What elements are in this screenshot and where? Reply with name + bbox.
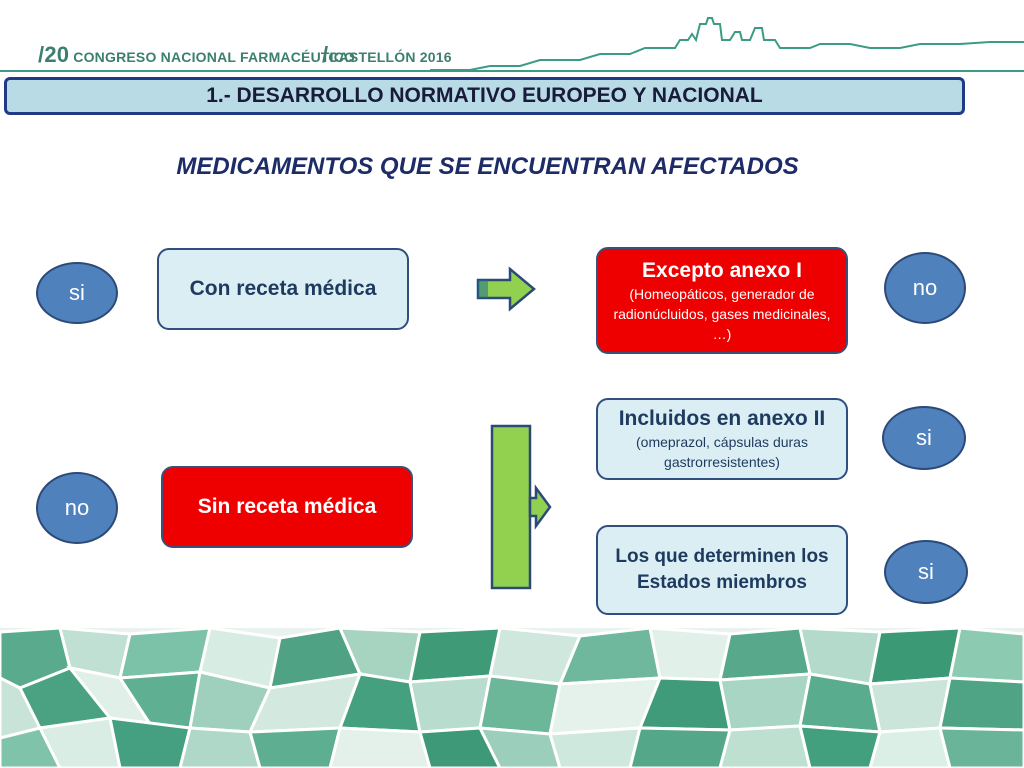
city-heading: /CASTELLÓN 2016 [322, 42, 452, 68]
sin-receta-box: Sin receta médica [161, 466, 413, 548]
slash-glyph: / [322, 42, 329, 67]
badge-text: si [918, 559, 934, 584]
main-title: MEDICAMENTOS QUE SE ENCUENTRAN AFECTADOS [176, 153, 799, 180]
badge-si-anexo-2: si [882, 406, 966, 470]
right-arrow-icon [476, 266, 536, 312]
bracket-arrow-icon [490, 424, 552, 590]
mosaic-footer-decoration [0, 628, 1024, 768]
incluidos-anexo-2-title: Incluidos en anexo II [618, 407, 826, 430]
congress-heading: /20 CONGRESO NACIONAL FARMACÉUTICO [38, 42, 355, 68]
badge-text: no [912, 275, 938, 300]
badge-si-estados: si [884, 540, 968, 604]
section-title-bar: 1.- DESARROLLO NORMATIVO EUROPEO Y NACIO… [4, 77, 965, 115]
excepto-anexo-1-detail: (Homeopáticos, generador de radionúcluid… [613, 285, 831, 342]
badge-si-con-receta: si [36, 262, 118, 324]
congress-name: CONGRESO NACIONAL FARMACÉUTICO [73, 49, 356, 65]
badge-no-sin-receta: no [36, 472, 118, 544]
section-title: 1.- DESARROLLO NORMATIVO EUROPEO Y NACIO… [206, 84, 763, 107]
header-rule [0, 70, 1024, 72]
incluidos-anexo-2-box: Incluidos en anexo II (omeprazol, cápsul… [596, 398, 848, 480]
excepto-anexo-1-box: Excepto anexo I (Homeopáticos, generador… [596, 247, 848, 354]
skyline-illustration [430, 17, 1024, 71]
slash-glyph: / [38, 42, 45, 67]
city-year: CASTELLÓN 2016 [328, 49, 452, 65]
badge-text: si [69, 280, 85, 305]
badge-text: si [916, 425, 932, 450]
edition-number: 20 [44, 42, 70, 67]
estados-miembros-box: Los que determinen los Estados miembros [596, 525, 848, 615]
incluidos-anexo-2-detail: (omeprazol, cápsulas duras gastrorresist… [636, 434, 808, 470]
badge-text: no [64, 495, 90, 520]
estados-miembros-title: Los que determinen los Estados miembros [615, 546, 829, 593]
badge-no-anexo-1: no [884, 252, 966, 324]
excepto-anexo-1-title: Excepto anexo I [642, 258, 802, 282]
sin-receta-label: Sin receta médica [197, 495, 377, 518]
con-receta-box: Con receta médica [157, 248, 409, 330]
con-receta-label: Con receta médica [189, 277, 377, 300]
